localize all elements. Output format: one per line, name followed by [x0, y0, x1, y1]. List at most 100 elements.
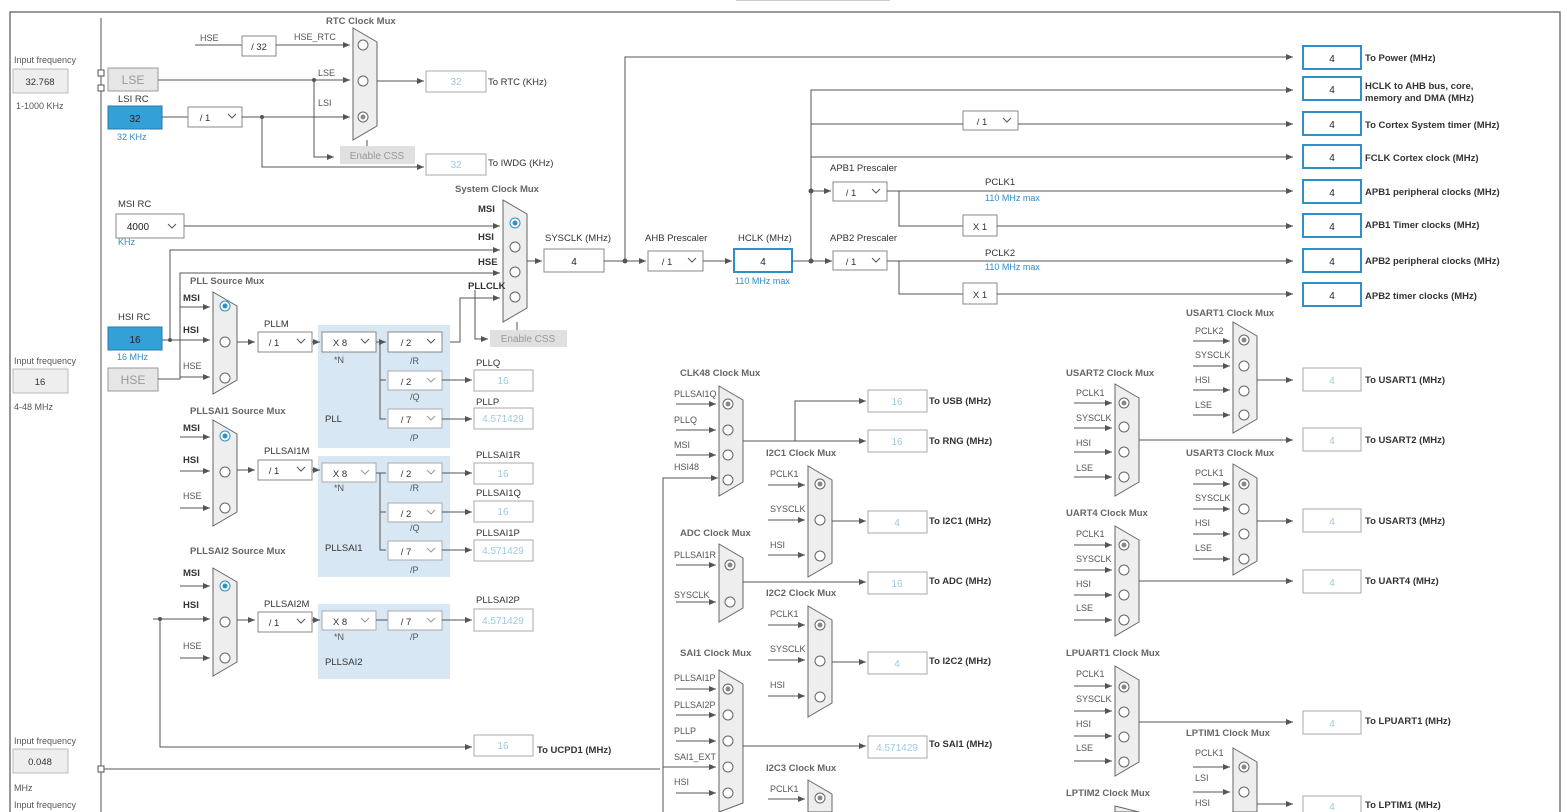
usart3-input-2: SYSCLK — [1195, 493, 1231, 503]
lpuart1-option-3[interactable] — [1118, 731, 1130, 743]
pllsai2p-output-label: PLLSAI2P — [476, 595, 520, 606]
usart2-option-4[interactable] — [1118, 471, 1130, 483]
rtc-mux-option-hse[interactable] — [357, 39, 369, 51]
hsi-rc-value: 16 — [129, 335, 141, 346]
usart3-output-box — [1302, 508, 1362, 533]
i2c3-input-1: PCLK1 — [770, 784, 799, 794]
usart1-option-2[interactable] — [1238, 360, 1250, 372]
rtc-mux-title: RTC Clock Mux — [326, 16, 396, 27]
chevron-down-icon — [687, 257, 697, 263]
sai1-option-4[interactable] — [722, 761, 734, 773]
plln-select[interactable] — [321, 331, 377, 353]
usart3-option-2[interactable] — [1238, 503, 1250, 515]
i2c2-option-2[interactable] — [814, 655, 826, 667]
ext-input-range: MHz — [14, 783, 33, 793]
pll-source-option-hsi[interactable] — [219, 336, 231, 348]
pllsai1r-select[interactable] — [387, 462, 443, 483]
clk48-input-1: PLLSAI1Q — [674, 389, 717, 399]
bottom-input-label: Input frequency — [14, 800, 77, 810]
usb-output-label: To USB (MHz) — [929, 396, 991, 407]
sysclk-option-hse[interactable] — [509, 266, 521, 278]
pllsai1-source-option-hse[interactable] — [219, 502, 231, 514]
sai1-option-2[interactable] — [722, 709, 734, 721]
ahb-prescaler-select[interactable] — [647, 250, 704, 272]
pllsai1m-label: PLLSAI1M — [264, 446, 309, 457]
usart2-option-2[interactable] — [1118, 421, 1130, 433]
apb2-prescaler-select[interactable] — [832, 250, 888, 271]
lpuart1-option-2[interactable] — [1118, 706, 1130, 718]
sysclk-option-hsi[interactable] — [509, 241, 521, 253]
rng-output-label: To RNG (MHz) — [929, 436, 992, 447]
pllp-select[interactable] — [387, 408, 443, 429]
pllq-select[interactable] — [387, 370, 443, 391]
pllsai2n-select[interactable] — [321, 610, 377, 631]
chevron-down-icon — [426, 509, 436, 515]
lptim1-output-label: To LPTIM1 (MHz) — [1365, 800, 1441, 811]
pllsai2-source-hse-label: HSE — [183, 641, 202, 651]
pllsai2-source-option-hse[interactable] — [219, 652, 231, 664]
lptim1-option-2[interactable] — [1238, 786, 1250, 798]
lpuart1-output-box — [1302, 710, 1362, 735]
sai1-output-label: To SAI1 (MHz) — [929, 739, 992, 750]
uart4-option-3[interactable] — [1118, 589, 1130, 601]
lpuart1-option-4[interactable] — [1118, 756, 1130, 768]
pllm-select[interactable] — [257, 331, 313, 353]
hse-input-label: Input frequency — [14, 356, 77, 366]
pllsai1n-select[interactable] — [321, 462, 377, 483]
hsi-rc-title: HSI RC — [118, 312, 150, 323]
sai1-option-3[interactable] — [722, 735, 734, 747]
lse-input-label: Input frequency — [14, 55, 77, 65]
pllsai1-source-option-hsi[interactable] — [219, 466, 231, 478]
pllsai1q-select[interactable] — [387, 502, 443, 523]
usart3-input-3: HSI — [1195, 518, 1210, 528]
output-label: To Cortex System timer (MHz) — [1365, 120, 1499, 131]
sai1-option-5[interactable] — [722, 787, 734, 799]
pllsai1-source-hsi-label: HSI — [183, 455, 199, 466]
usart1-input-2: SYSCLK — [1195, 350, 1231, 360]
cortex-timer-divider[interactable] — [962, 110, 1019, 131]
adc-input-1: PLLSAI1R — [674, 550, 717, 560]
pllq-output-label: PLLQ — [476, 358, 500, 369]
rtc-hse-label: HSE — [200, 33, 219, 43]
i2c1-option-2[interactable] — [814, 514, 826, 526]
rtc-enable-css-button[interactable] — [340, 146, 415, 164]
lsi-div-select[interactable] — [187, 106, 243, 128]
sysclk-option-pllclk[interactable] — [509, 291, 521, 303]
pllsai2p-select[interactable] — [387, 610, 443, 631]
hsi-rc-source[interactable] — [107, 326, 163, 351]
adc-option-2[interactable] — [724, 596, 736, 608]
lse-source-label: LSE — [122, 73, 145, 87]
pllsai1m-select[interactable] — [257, 459, 313, 481]
rtc-mux-option-lse[interactable] — [357, 75, 369, 87]
hse-input-field[interactable] — [12, 368, 69, 394]
chevron-down-icon — [296, 466, 306, 472]
ext-input-field[interactable] — [12, 748, 69, 774]
clk48-option-2[interactable] — [722, 424, 734, 436]
lse-input-field[interactable] — [12, 68, 69, 94]
apb1-prescaler-select[interactable] — [832, 181, 888, 202]
usart1-option-3[interactable] — [1238, 385, 1250, 397]
i2c1-option-3[interactable] — [814, 550, 826, 562]
pll-source-option-hse[interactable] — [219, 372, 231, 384]
sysclk-enable-css-button[interactable] — [490, 330, 567, 347]
uart4-option-4[interactable] — [1118, 614, 1130, 626]
rtc-hse-divider[interactable] — [241, 35, 277, 57]
usart3-option-3[interactable] — [1238, 528, 1250, 540]
uart4-option-2[interactable] — [1118, 564, 1130, 576]
clk48-option-4[interactable] — [722, 474, 734, 486]
pllsai2m-select[interactable] — [257, 611, 313, 633]
usart1-option-4[interactable] — [1238, 409, 1250, 421]
pllsai1n-value: X 8 — [333, 469, 347, 480]
clk48-option-3[interactable] — [722, 449, 734, 461]
usart2-mux-title: USART2 Clock Mux — [1066, 368, 1155, 379]
usart3-option-4[interactable] — [1238, 553, 1250, 565]
pllsai1p-select[interactable] — [387, 540, 443, 561]
i2c2-output-value: 4 — [894, 659, 900, 670]
pllsai2m-value: / 1 — [269, 618, 280, 629]
pllr-select[interactable] — [387, 331, 443, 353]
pllsai1-source-mux-title: PLLSAI1 Source Mux — [190, 406, 286, 417]
usart2-option-3[interactable] — [1118, 446, 1130, 458]
pllsai2-source-option-hsi[interactable] — [219, 616, 231, 628]
i2c2-option-3[interactable] — [814, 691, 826, 703]
pll-source-mux-title: PLL Source Mux — [190, 276, 265, 287]
